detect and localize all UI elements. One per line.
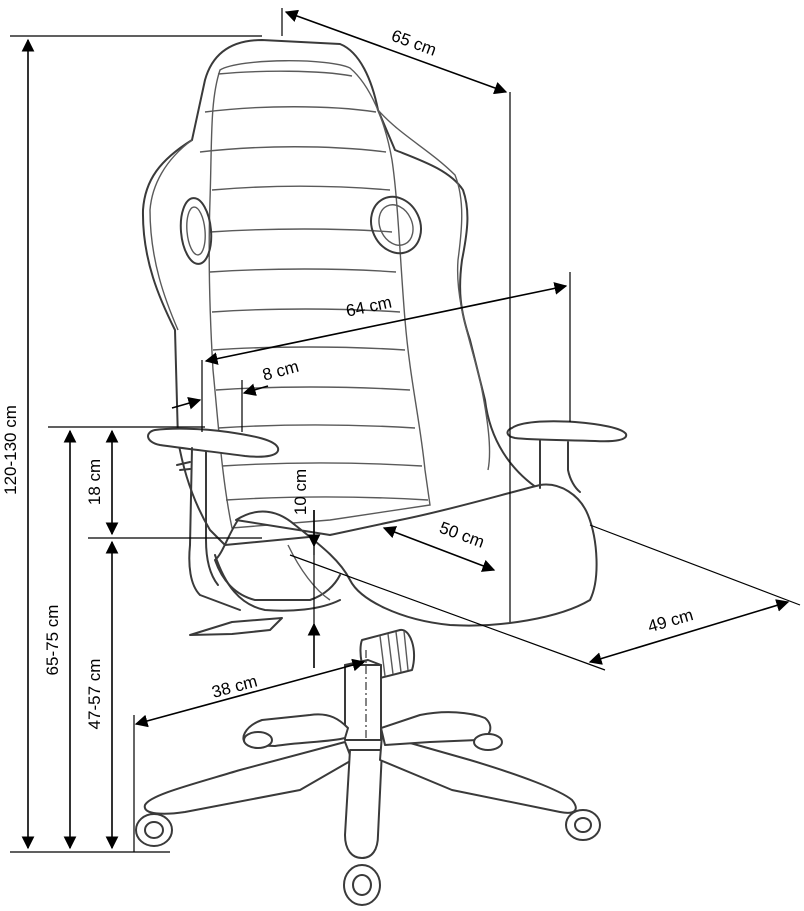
dim-seat-width-line: [588, 599, 790, 665]
label-total-height: 120-130 cm: [1, 405, 20, 495]
left-armrest-support-inner: [205, 451, 219, 586]
knob-ridges: [379, 630, 409, 677]
backrest-left-wing: [149, 139, 193, 331]
label-seat-height: 47-57 cm: [85, 659, 104, 730]
office-chair-illustration: [135, 39, 628, 906]
dim-seat-depth-line: [382, 526, 496, 572]
label-overall-width: 65 cm: [389, 26, 439, 60]
lever-handle: [189, 617, 283, 636]
star-base-leg-front: [344, 749, 383, 859]
star-base-leg-right: [379, 734, 577, 814]
label-seat-thickness: 10 cm: [291, 469, 310, 515]
dim-base-radius-line: [134, 658, 366, 728]
left-belt-hole-inner: [186, 206, 206, 256]
caster-front-left: [135, 813, 173, 847]
seat-side-stitch: [287, 544, 331, 601]
backrest-shell: [141, 39, 541, 546]
seat-front-edge: [214, 554, 341, 612]
label-backrest-to-armrest: 18 cm: [85, 459, 104, 505]
right-armrest-support: [539, 439, 581, 493]
left-armrest-lever: [176, 461, 191, 471]
left-armrest-pad: [147, 427, 280, 458]
backrest-right-wing: [377, 109, 491, 471]
dim-armrest-span-line: [204, 282, 568, 365]
star-base-leg-front-left: [143, 741, 353, 815]
caster-right: [565, 809, 601, 841]
dimension-lines: [10, 8, 801, 853]
right-belt-hole-inner: [378, 204, 414, 246]
left-belt-hole: [179, 197, 213, 265]
right-belt-hole: [370, 195, 422, 255]
backrest-stitching: [199, 70, 429, 501]
left-armrest-support: [188, 447, 241, 611]
caster-front: [343, 864, 381, 906]
dim-armrest-width-line-2: [242, 383, 269, 396]
gas-cylinder: [344, 664, 382, 741]
dim-armrest-width-line: [171, 397, 202, 410]
label-armrest-height: 65-75 cm: [43, 605, 62, 676]
seat-side: [214, 519, 341, 601]
caster-back-left: [243, 731, 273, 749]
right-armrest-pad: [506, 420, 628, 443]
caster-wheels: [135, 731, 601, 906]
dim-overall-width-line: [284, 9, 508, 95]
caster-back-right: [473, 733, 503, 751]
